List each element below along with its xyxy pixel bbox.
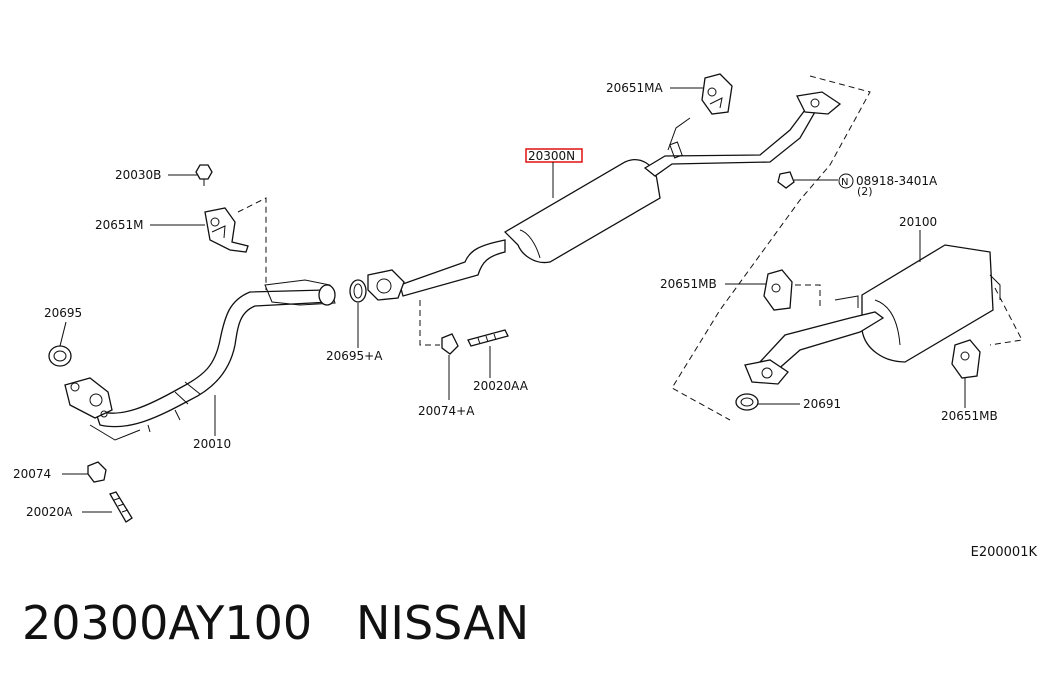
hanger-20651MB-right[interactable]	[951, 339, 981, 379]
bolt-08918-3401A[interactable]	[777, 171, 795, 189]
label-20020A: 20020A	[26, 505, 73, 519]
svg-text:08918-3401A: 08918-3401A	[856, 174, 938, 188]
leader-lines	[59, 87, 966, 513]
label-20691: 20691	[803, 397, 841, 411]
svg-text:(2): (2)	[857, 185, 873, 198]
svg-text:N: N	[841, 177, 848, 188]
label-20030B: 20030B	[115, 168, 161, 182]
label-20651M: 20651M	[95, 218, 144, 232]
label-20695: 20695	[44, 306, 82, 320]
gasket-20691[interactable]	[735, 393, 759, 411]
label-20695A: 20695+A	[326, 349, 383, 363]
label-20651MB-left: 20651MB	[660, 277, 717, 291]
rear-muffler-20100[interactable]	[744, 244, 1001, 385]
sensor-plug-20074A[interactable]	[441, 333, 459, 355]
label-20010: 20010	[193, 437, 231, 451]
hanger-20651M[interactable]	[204, 207, 249, 253]
hanger-20651MA[interactable]	[701, 73, 733, 115]
sensor-plug-20074[interactable]	[87, 461, 107, 483]
label-08918-3401A: N 08918-3401A (2)	[838, 173, 938, 198]
stud-20020A[interactable]	[109, 491, 133, 523]
stud-20020AA[interactable]	[467, 329, 509, 347]
label-20020AA: 20020AA	[473, 379, 529, 393]
diagram-code: E200001K	[970, 545, 1037, 560]
phantom-lines	[237, 75, 1023, 421]
label-20651MB-right: 20651MB	[941, 409, 998, 423]
part-caption: 20300AY100 NISSAN	[22, 596, 530, 650]
front-tube-20010[interactable]	[64, 279, 336, 441]
gasket-20695A[interactable]	[349, 279, 367, 303]
gasket-20695[interactable]	[48, 345, 72, 367]
exhaust-system-diagram: 20651MA 20300N N 08918-3401A (2) 20030B …	[13, 73, 1023, 523]
label-20074A: 20074+A	[418, 404, 475, 418]
center-muffler-20300N[interactable]	[367, 91, 842, 301]
label-20300N: 20300N	[528, 149, 575, 163]
hanger-20651MB-left[interactable]	[763, 269, 793, 311]
label-20074: 20074	[13, 467, 51, 481]
label-20100: 20100	[899, 215, 937, 229]
nut-20030B[interactable]	[195, 164, 213, 186]
label-20651MA: 20651MA	[606, 81, 664, 95]
